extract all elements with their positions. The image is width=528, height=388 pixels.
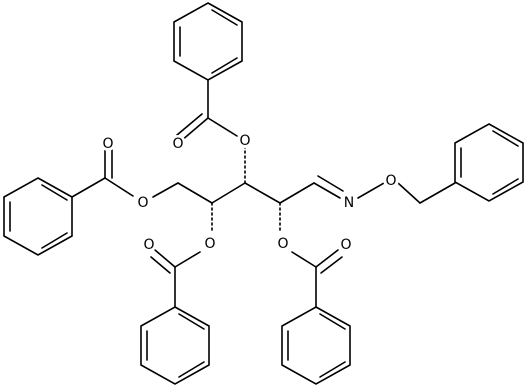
bond (313, 182, 341, 199)
svg-text:N: N (344, 195, 354, 211)
bond (279, 182, 315, 204)
svg-text:O: O (239, 133, 250, 149)
benzoyl-ring-lower-right (281, 306, 351, 385)
benzoyl-ring-top (173, 2, 243, 81)
atom-label: O (135, 194, 151, 211)
bond (419, 182, 456, 204)
atom-label: O (275, 235, 291, 252)
svg-text:O: O (137, 195, 148, 211)
bond (211, 182, 246, 204)
atom-label: O (237, 132, 253, 149)
bond (207, 117, 238, 137)
atom-label: O (170, 135, 186, 152)
bond (152, 182, 179, 198)
atom-label: O (338, 236, 354, 253)
bond (291, 251, 317, 268)
bond (176, 113, 203, 136)
atom-label: O (100, 135, 116, 152)
bond (317, 175, 344, 192)
svg-text:O: O (340, 237, 351, 253)
bond (71, 177, 106, 198)
atom-label: O (141, 236, 157, 253)
benzoyl-ring-lower-left (140, 306, 210, 385)
svg-text:O: O (102, 136, 113, 152)
benzyl-ring (454, 123, 524, 202)
bond (315, 249, 339, 268)
bond (174, 251, 201, 268)
bond (180, 117, 209, 142)
atom-label: O (202, 235, 218, 252)
bond (357, 182, 385, 199)
svg-text:O: O (385, 173, 396, 189)
svg-text:O: O (277, 236, 288, 252)
benzoyl-ring-left (3, 177, 73, 256)
bond (320, 256, 343, 274)
bond (104, 177, 134, 197)
bond (154, 249, 176, 268)
bond (397, 182, 421, 204)
atom-label: O (383, 172, 399, 189)
svg-text:O: O (204, 236, 215, 252)
svg-text:O: O (172, 136, 183, 152)
svg-text:O: O (143, 237, 154, 253)
bond (244, 182, 281, 204)
bond (150, 256, 171, 274)
atom-label: N (341, 194, 357, 211)
bond (177, 182, 213, 204)
